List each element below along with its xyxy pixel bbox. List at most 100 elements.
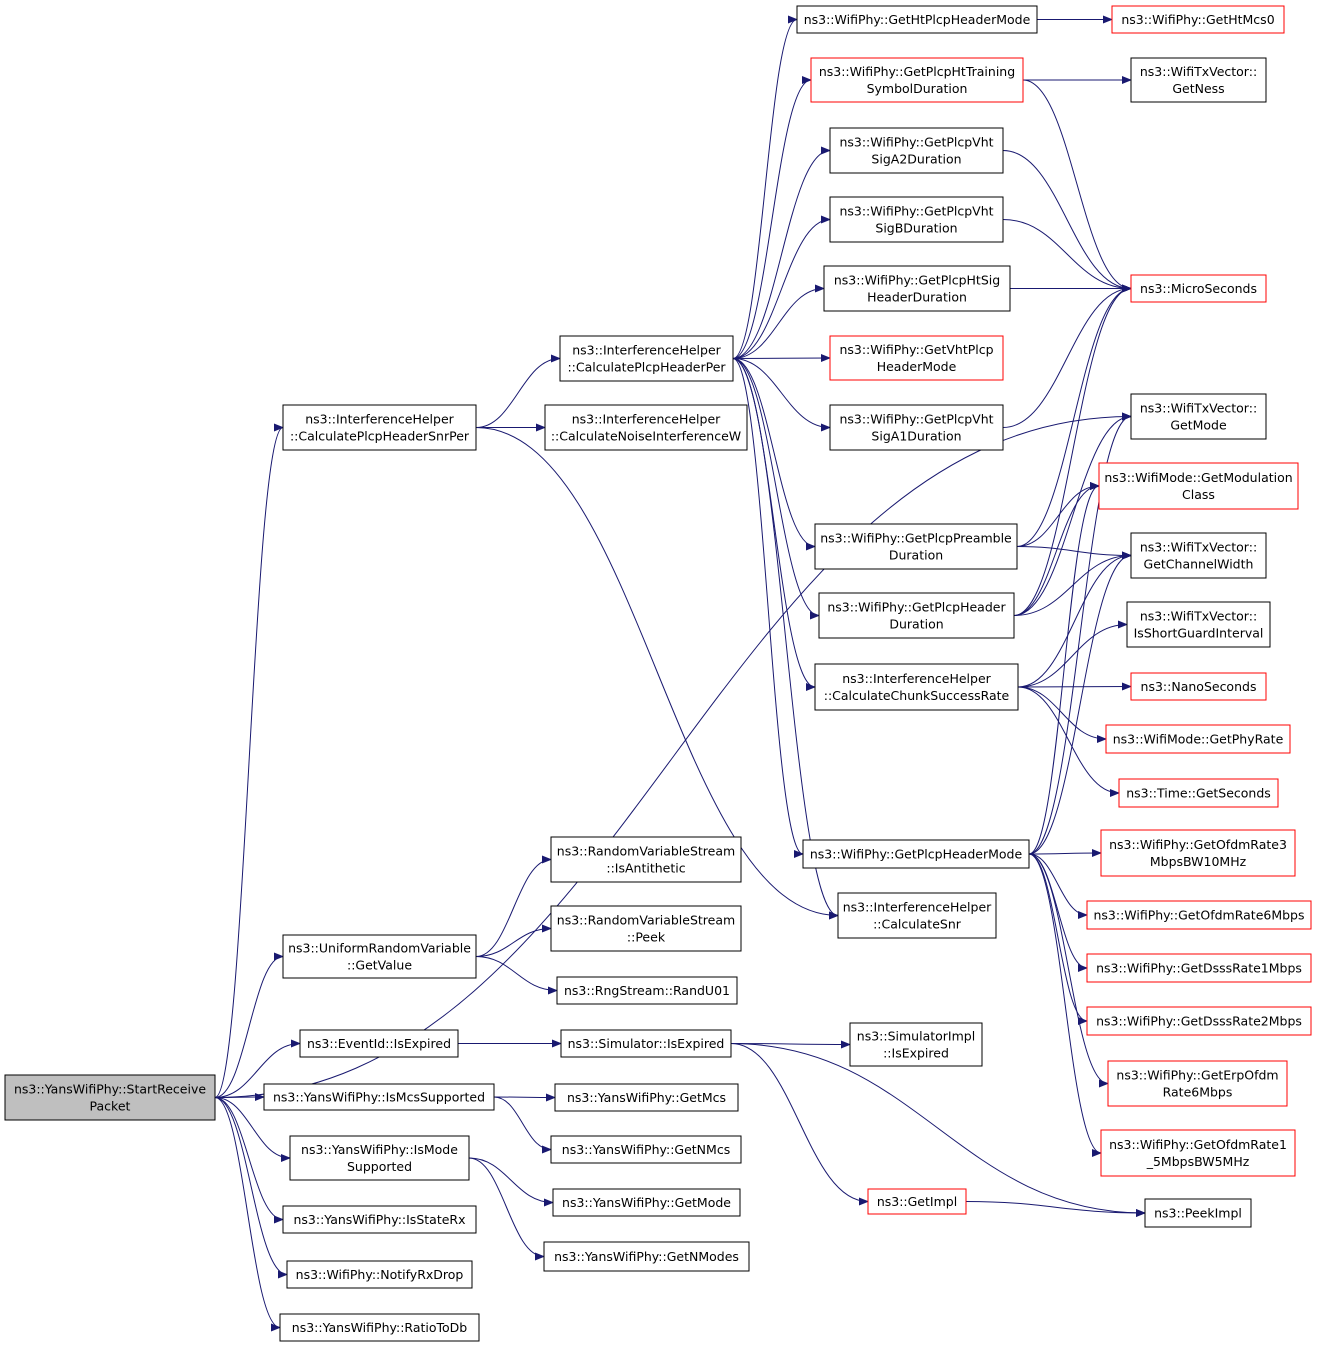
node-label-line: ns3::WifiPhy::GetPlcpHtSig: [834, 273, 1000, 288]
node-label-line: ns3::YansWifiPhy::IsStateRx: [294, 1212, 466, 1227]
node-txvgetmode[interactable]: ns3::WifiTxVector::GetMode: [1130, 393, 1267, 440]
node-randu01[interactable]: ns3::RngStream::RandU01: [556, 976, 738, 1005]
node-label-line: ns3::InterferenceHelper: [842, 671, 991, 686]
node-htplcpheadermode[interactable]: ns3::WifiPhy::GetHtPlcpHeaderMode: [796, 5, 1038, 34]
node-getmcs[interactable]: ns3::YansWifiPhy::GetMcs: [554, 1083, 739, 1112]
node-box: [1130, 532, 1267, 579]
node-calcsnr[interactable]: ns3::InterferenceHelper::CalculateSnr: [837, 892, 997, 939]
node-ofdm6[interactable]: ns3::WifiPhy::GetOfdmRate6Mbps: [1086, 900, 1312, 930]
node-getnmodes[interactable]: ns3::YansWifiPhy::GetNModes: [543, 1241, 750, 1272]
node-peek[interactable]: ns3::RandomVariableStream::Peek: [550, 905, 742, 952]
node-label-line: ::CalculatePlcpHeaderSnrPer: [290, 429, 470, 444]
node-label-line: ns3::WifiPhy::GetOfdmRate3: [1109, 837, 1287, 852]
edge-headerduration-to-modulationclass: [1013, 482, 1100, 616]
node-ismcssupported[interactable]: ns3::YansWifiPhy::IsMcsSupported: [263, 1083, 495, 1111]
node-dsss1[interactable]: ns3::WifiPhy::GetDsssRate1Mbps: [1086, 953, 1312, 983]
edge-vhtsiga1-to-microseconds: [1002, 284, 1132, 428]
edge-calcsnrper-to-calcsnr: [475, 427, 839, 920]
node-microseconds[interactable]: ns3::MicroSeconds: [1130, 274, 1267, 303]
node-box: [4, 1074, 216, 1121]
edge-chunksuccess-to-getseconds: [1017, 686, 1120, 797]
node-getimpl[interactable]: ns3::GetImpl: [867, 1188, 967, 1215]
node-simimplisexpired[interactable]: ns3::SimulatorImpl::IsExpired: [849, 1022, 983, 1067]
node-getmode[interactable]: ns3::YansWifiPhy::GetMode: [552, 1188, 741, 1217]
node-htmcs0[interactable]: ns3::WifiPhy::GetHtMcs0: [1111, 5, 1285, 34]
node-label-line: ns3::YansWifiPhy::IsMcsSupported: [273, 1090, 485, 1105]
node-shortguard[interactable]: ns3::WifiTxVector::IsShortGuardInterval: [1126, 601, 1271, 648]
edge-preamble-to-microseconds: [1016, 284, 1132, 547]
node-label-line: ns3::WifiMode::GetPhyRate: [1113, 732, 1284, 747]
node-label-line: ns3::YansWifiPhy::StartReceive: [14, 1082, 206, 1097]
node-box: [282, 1205, 477, 1234]
node-chunksuccess[interactable]: ns3::InterferenceHelper::CalculateChunkS…: [814, 663, 1019, 711]
node-label-line: ns3::YansWifiPhy::GetMode: [562, 1195, 731, 1210]
node-isantithetic[interactable]: ns3::RandomVariableStream::IsAntithetic: [550, 836, 742, 883]
node-label-line: Class: [1182, 487, 1215, 502]
node-box: [829, 404, 1004, 451]
node-label-line: GetNess: [1172, 81, 1224, 96]
node-label-line: ns3::UniformRandomVariable: [288, 941, 471, 956]
edge-preamble-to-modulationclass: [1016, 482, 1100, 547]
node-plcpheadermode[interactable]: ns3::WifiPhy::GetPlcpHeaderMode: [802, 839, 1030, 869]
edge-startreceive-to-isstaterx: [214, 1097, 284, 1224]
edge-headerduration-to-microseconds: [1013, 284, 1132, 616]
node-ofdm15[interactable]: ns3::WifiPhy::GetOfdmRate1_5MbpsBW5MHz: [1100, 1129, 1296, 1177]
node-notifyrxdrop[interactable]: ns3::WifiPhy::NotifyRxDrop: [286, 1260, 473, 1289]
edge-simisexpired-to-getimpl: [730, 1043, 869, 1206]
node-label-line: Supported: [347, 1159, 412, 1174]
node-nanoseconds[interactable]: ns3::NanoSeconds: [1130, 672, 1267, 701]
node-label-line: ::IsExpired: [883, 1046, 949, 1061]
node-simisexpired[interactable]: ns3::Simulator::IsExpired: [560, 1029, 732, 1058]
node-label-line: ns3::NanoSeconds: [1141, 679, 1257, 694]
node-getseconds[interactable]: ns3::Time::GetSeconds: [1118, 778, 1279, 808]
node-uniformgetvalue[interactable]: ns3::UniformRandomVariable::GetValue: [282, 934, 477, 979]
node-box: [1144, 1198, 1252, 1228]
node-channelwidth[interactable]: ns3::WifiTxVector::GetChannelWidth: [1130, 532, 1267, 579]
node-box: [1086, 1006, 1312, 1036]
node-getness[interactable]: ns3::WifiTxVector::GetNess: [1130, 57, 1267, 103]
node-calcsnrper[interactable]: ns3::InterferenceHelper::CalculatePlcpHe…: [282, 404, 477, 451]
edge-startreceive-to-notifyrxdrop: [214, 1097, 288, 1279]
node-httraining[interactable]: ns3::WifiPhy::GetPlcpHtTrainingSymbolDur…: [810, 57, 1024, 103]
edge-ismcssupported-to-getmcs: [493, 1093, 556, 1102]
edge-calcheaderper-to-vhtsigb: [732, 215, 831, 359]
node-label-line: ns3::WifiTxVector::: [1140, 401, 1257, 416]
node-label-line: ns3::GetImpl: [877, 1194, 957, 1209]
node-label-line: _5MbpsBW5MHz: [1146, 1154, 1250, 1169]
node-box: [829, 196, 1004, 243]
node-eventidisexpired[interactable]: ns3::EventId::IsExpired: [299, 1029, 459, 1058]
node-box: [282, 934, 477, 979]
node-label-line: ::GetValue: [347, 958, 412, 973]
node-calcnoise[interactable]: ns3::InterferenceHelper::CalculateNoiseI…: [544, 404, 748, 451]
node-phyrate[interactable]: ns3::WifiMode::GetPhyRate: [1105, 724, 1291, 754]
node-label-line: ns3::RandomVariableStream: [557, 844, 735, 859]
node-calcheaderper[interactable]: ns3::InterferenceHelper::CalculatePlcpHe…: [559, 335, 734, 382]
node-ratiotodb[interactable]: ns3::YansWifiPhy::RatioToDb: [279, 1313, 480, 1342]
node-isstaterx[interactable]: ns3::YansWifiPhy::IsStateRx: [282, 1205, 477, 1234]
node-getnmcs[interactable]: ns3::YansWifiPhy::GetNMcs: [550, 1135, 742, 1164]
node-label-line: ::CalculateSnr: [873, 917, 962, 932]
node-label-line: ns3::WifiPhy::GetHtMcs0: [1121, 12, 1274, 27]
edge-calcheaderper-to-vhtsiga1: [732, 358, 831, 432]
node-box: [823, 265, 1011, 312]
edge-startreceive-to-eventidisexpired: [214, 1039, 301, 1098]
node-box: [1105, 724, 1291, 754]
node-peekimpl[interactable]: ns3::PeekImpl: [1144, 1198, 1252, 1228]
node-label-line: ns3::SimulatorImpl: [857, 1029, 975, 1044]
node-label-line: ::CalculatePlcpHeaderPer: [567, 360, 726, 375]
node-dsss2[interactable]: ns3::WifiPhy::GetDsssRate2Mbps: [1086, 1006, 1312, 1036]
node-label-line: ns3::WifiPhy::GetPlcpVht: [839, 135, 993, 150]
